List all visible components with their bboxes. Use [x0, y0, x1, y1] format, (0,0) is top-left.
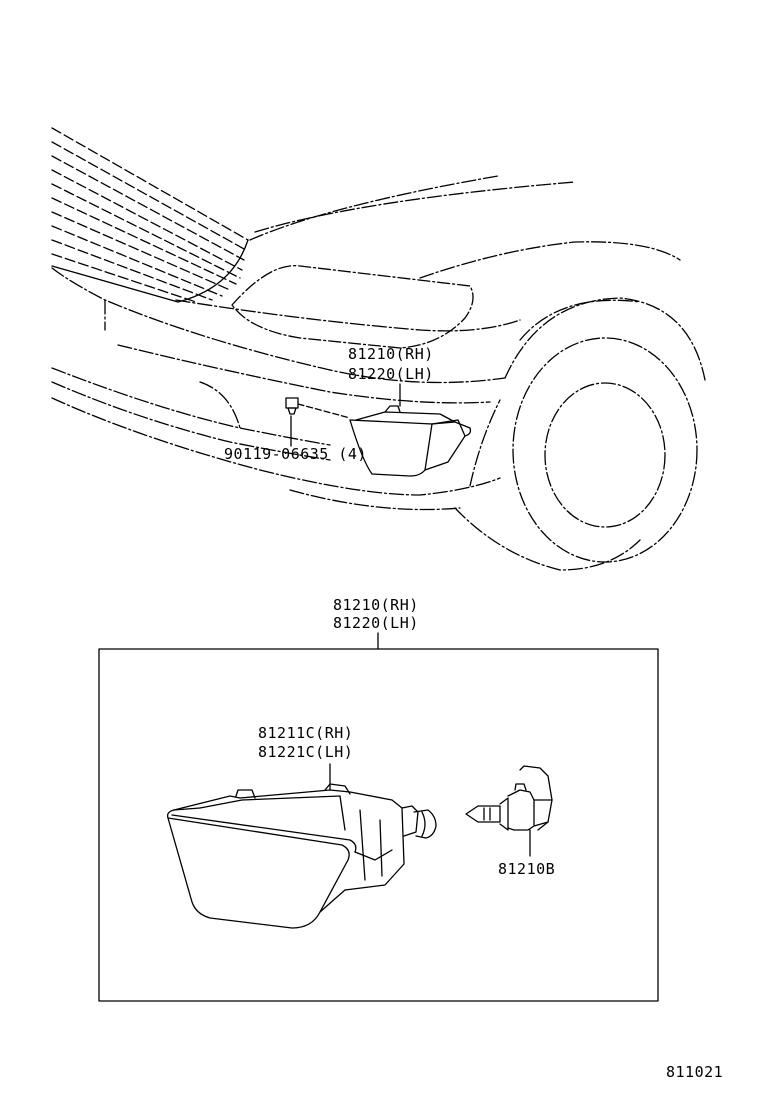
hood-outline	[175, 175, 681, 332]
callout-screw: 90119-06635 (4)	[224, 445, 367, 463]
callout-lens-lh: 81221C(LH)	[258, 743, 354, 761]
detail-frame	[98, 648, 659, 1002]
callout-fog-lamp-rh-top: 81210(RH)	[348, 345, 434, 363]
screw-icon	[285, 397, 351, 419]
wheel-outline	[454, 297, 706, 571]
figure-number: 811021	[666, 1063, 724, 1081]
grille	[51, 127, 249, 303]
callout-fog-lamp-rh-box: 81210(RH)	[333, 596, 419, 614]
bumper-outline	[51, 267, 506, 511]
callout-lens-rh: 81211C(RH)	[258, 724, 354, 742]
fog-lamp-large	[166, 763, 437, 929]
grille-frame	[51, 239, 249, 303]
callout-bulb: 81210B	[498, 860, 556, 878]
fog-lamp-installed	[349, 405, 472, 477]
bulb-icon	[465, 765, 553, 857]
callout-fog-lamp-lh-box: 81220(LH)	[333, 614, 419, 632]
headlamp-outline	[231, 265, 474, 349]
leader-lines-top	[290, 383, 401, 447]
callout-fog-lamp-lh-top: 81220(LH)	[348, 365, 434, 383]
